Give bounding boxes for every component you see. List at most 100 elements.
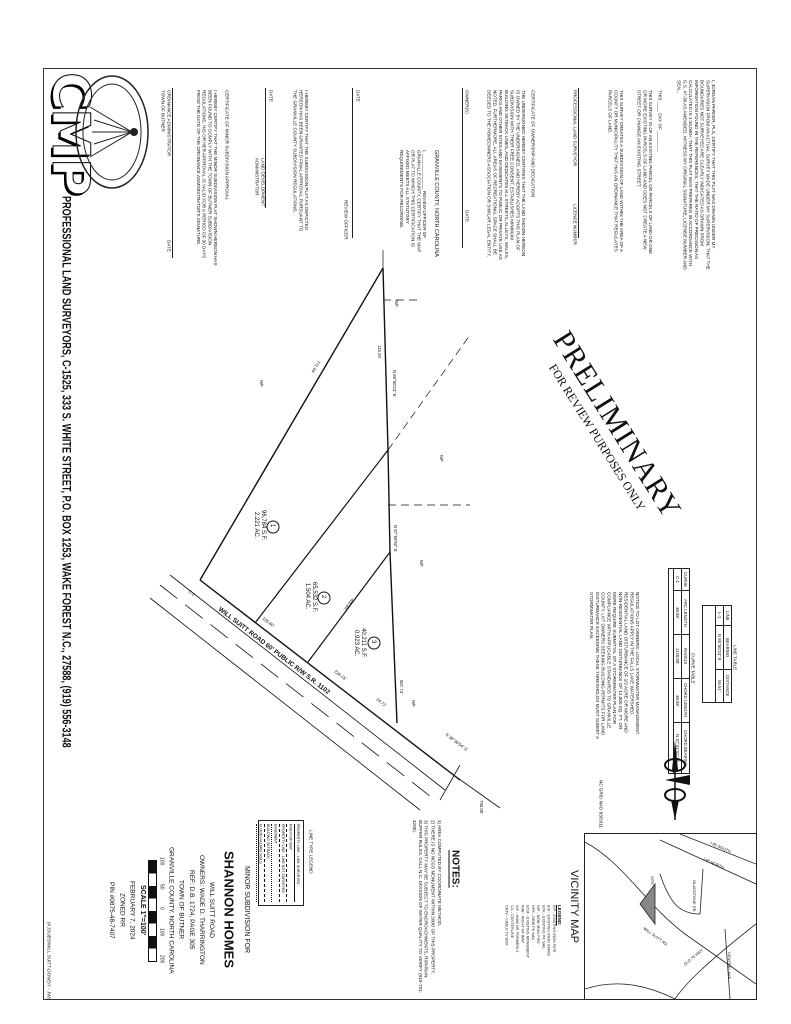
title-owners: OWNERS: WADE D. THARRINGTON [197,855,205,965]
review-officer-label: REVIEW OFFICER [343,200,349,240]
lot-number: 2 [320,595,326,599]
line-type-legend: PROPERTY LINE - LINE SURVEYED RIGHT-OF-W… [256,820,304,906]
lot-number: 1 [269,524,275,528]
curve-table-header: CHORD BEARING [683,729,688,767]
line-table-cell: N 89°50'23" E [716,626,723,670]
lot-area-ac: 0.923 AC. [353,630,359,657]
legend: LEGEND: EIP - EXISTING IRON PIPE EIS - E… [500,905,562,995]
road-edge [159,584,436,801]
scale-bar: 100 50 0 100 200 [148,857,164,963]
owners-label: OWNER(S) [464,90,470,114]
compass-logo-icon [75,75,149,189]
notes-title: NOTES: [449,850,461,888]
notes-list: 1) AREA COMPUTED BY COORDINATE METHOD. 2… [398,820,442,995]
town-label: TOWN OF BUTNER [160,90,166,132]
signature-line [172,88,173,258]
curve-table-header: RADIUS [682,635,689,679]
map-label: I-85 NORTH [703,856,725,870]
curve-table-cell: 1120.00' [674,635,681,679]
distance-label: 796.05' [479,800,484,814]
lot-area-sf: 40,211 S.F. [360,628,366,658]
map-label: WILL SUITT RD [642,926,668,947]
vicinity-map-title: VICINITY MAP [567,870,580,944]
legend-item: ECM - EXISTING MONUMENT [525,905,530,958]
title-ref: REF: D.B. 1724, PAGE 305 [187,870,195,950]
lot-area-sf: 96,784 S.F. [260,510,266,541]
lot-area-ac: 1.504 AC. [304,583,310,610]
surveyor-label: PROFESSIONAL LAND SURVEYOR [572,90,578,167]
line-table-cell: L-1 [716,606,723,626]
date-label: DATE [355,90,361,102]
title-name: SHANNON HOMES [221,851,237,969]
this-day-label: THIS ____ DAY OF ________ [657,90,663,152]
owner-cert-text: THE UNDERSIGNED HEREBY CERTIFIES THAT TH… [486,90,526,260]
distance-label: 226.15' [333,669,347,682]
survey-text-1: THIS SURVEY IS OF AN EXISTING PARCEL OR … [636,90,653,255]
curve-label: C-1 [187,589,196,598]
note-item: 3) THIS PROPERTY MAY BE SUBJECT TO ENCRO… [412,820,429,994]
lot-number-circle [317,591,331,605]
legend-item: EIS - EXISTING IRON STAKE [546,905,551,956]
vicinity-map-drawing: I-85 SOUTH I-85 NORTH WILL SUITT RD GLAD… [585,834,756,999]
distance-label: 115.26' [377,345,382,359]
adjacent-line [387,334,471,451]
distance-label: 771.84' [310,360,321,375]
scale-tick: 0 [158,907,165,910]
scale-tick: 200 [158,954,165,963]
adjacent-owner-label: N/F [411,700,416,707]
title-town: TOWN OF BUTNER [177,880,185,940]
curve-table-cell: 38.58' [674,591,681,635]
lot-line-2-3 [307,551,391,663]
title-pin: PIN #0875-48-7407 [108,881,116,939]
road-break [439,764,461,801]
line-type-legend-title: LINE TYPE LEGEND [308,830,314,874]
legend-item: C/L - CENTERLINE [509,905,514,939]
title-road: WILL SUITT ROAD [208,882,215,938]
review-officer-text: I, ______________ REVIEW OFFICER OF GRAN… [399,150,427,253]
adjacent-owner-label: N/F [394,300,399,307]
file-path: (K:\SUBS\WILL SUITT-DOWDY - JW) [46,922,52,1000]
lot-number-circle [266,520,280,534]
vicinity-map: I-85 SOUTH I-85 NORTH WILL SUITT RD GLAD… [584,833,757,1000]
road-edge [149,597,421,811]
line-type-item: EASEMENT [271,824,278,902]
road-edge [169,574,446,791]
scale-tick: 100 [158,928,165,937]
bearing-label: N 38°36'54" E [444,732,468,752]
line-table-cell: 59.51' [717,680,722,692]
lot-line-1-2 [254,449,389,624]
boundary-line [199,267,384,581]
north-datum: NC GRID NAD 83/2011 [598,780,604,828]
signature-line [352,88,353,238]
lot-area-sf: 65,532 S.F. [311,582,317,613]
north-arrow-icon [664,740,690,820]
legend-item: EIP - EXISTING IRON PIPE [551,905,556,953]
curve-table-header: CHORD LENGTH [682,679,689,723]
ordinance-admin-label: ORDINANCE ADMINISTRATOR [166,90,172,157]
firm-logo: CMP [40,71,101,195]
curve-table-title: CURVE TABLE [690,653,696,684]
signature-line [462,88,463,248]
lot-number: 3 [370,640,376,644]
sheet-border [43,68,757,1000]
legend-item: EPK - EXISTING PK NAIL [541,905,546,950]
line-type-item: BUILDING SETBACK [263,824,270,902]
scale-tick: 100 [158,857,165,866]
distance-label: 155.60' [261,616,275,629]
curve-table-cell: C-1 [674,569,681,591]
survey-text-2: THIS SURVEY CREATES A SUBDIVISION OF LAN… [607,90,624,252]
adjacent-owner-label: N/F [259,380,264,387]
adjacent-owner-label: N/F [419,560,424,567]
curve-table-header: ARC LENGTH [682,591,689,635]
curve-table-header: CURVE [682,569,689,591]
scale-ticks: 100 50 0 100 200 [158,857,164,963]
title-date: FEBRUARY 7, 2024 [128,880,136,940]
title-block: MINOR SUBDIVISION FOR SHANNON HOMES WILL… [80,820,250,1000]
distance-label: 507.74' [399,680,404,694]
lot-area-ac: 2.221 AC. [253,512,259,539]
signature-line [265,88,266,208]
firm-info: PROFESSIONAL LAND SURVEYORS, C-1525, 333… [59,196,74,748]
distance-label: 400.86' [343,597,356,611]
line-table-title: LINE TABLE [732,645,738,671]
